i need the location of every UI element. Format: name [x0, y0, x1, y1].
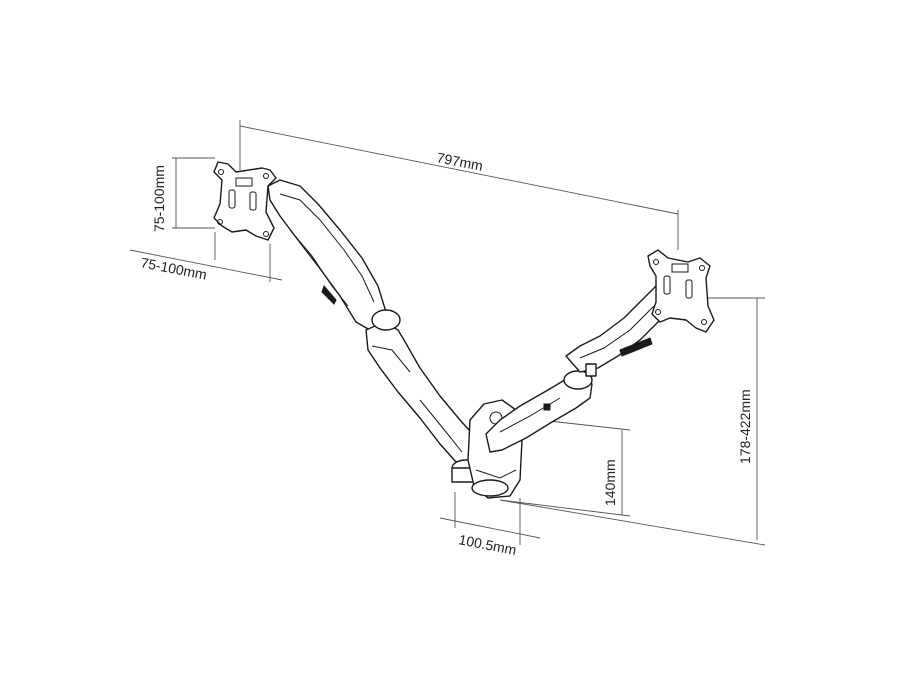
base-height-label: 140mm — [602, 459, 618, 506]
vesa-vertical-label: 75-100mm — [151, 165, 167, 232]
base-width-label: 100.5mm — [457, 531, 517, 558]
left-upper-arm — [267, 179, 387, 331]
right-lower-arm — [485, 370, 593, 453]
left-vesa-plate — [213, 161, 277, 241]
dimension-lines — [129, 120, 766, 546]
right-vesa-plate — [647, 249, 715, 333]
left-lower-arm — [365, 309, 481, 483]
height-range-label: 178-422mm — [737, 389, 753, 464]
